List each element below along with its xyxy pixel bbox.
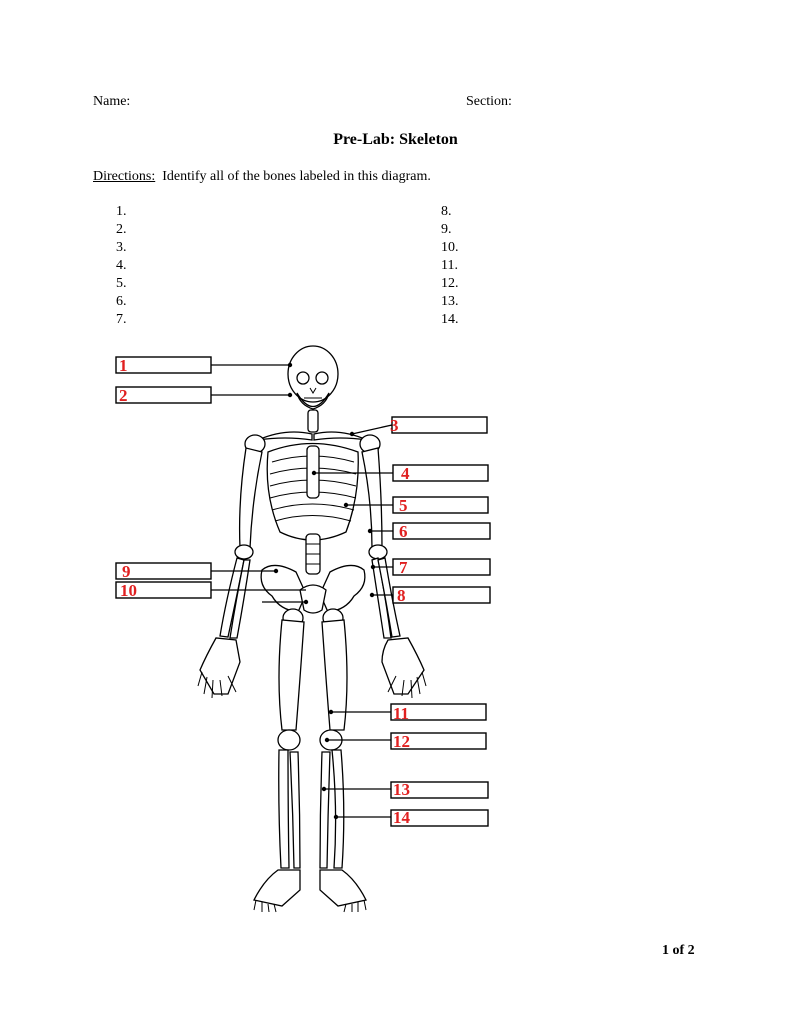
callout-12: 12 [324, 732, 487, 751]
answer-item-1: 1. [116, 204, 127, 219]
callout-2: 2 [115, 386, 293, 405]
answer-item-10: 10. [441, 240, 459, 255]
label-box-8[interactable] [392, 586, 491, 604]
label-number-8: 8 [397, 586, 406, 605]
callout-4: 4 [311, 464, 489, 483]
label-box-3[interactable] [391, 416, 488, 434]
label-box-7[interactable] [392, 558, 491, 576]
answer-item-12: 12. [441, 276, 459, 291]
answer-item-9: 9. [441, 222, 452, 237]
label-number-11: 11 [393, 704, 409, 723]
callout-5: 5 [343, 496, 489, 515]
label-box-1[interactable] [115, 356, 212, 374]
page-number: 1 of 2 [662, 943, 695, 958]
callout-3: 3 [349, 416, 488, 437]
callout-8: 8 [369, 586, 491, 605]
label-number-1: 1 [119, 356, 128, 375]
directions-text: Identify all of the bones labeled in thi… [155, 169, 431, 184]
label-box-6[interactable] [392, 522, 491, 540]
answer-item-7: 7. [116, 312, 127, 327]
callout-14: 14 [333, 808, 489, 827]
label-number-10: 10 [120, 581, 137, 600]
label-box-13[interactable] [390, 781, 489, 799]
label-number-14: 14 [393, 808, 411, 827]
answer-item-13: 13. [441, 294, 459, 309]
callout-11: 11 [328, 703, 487, 723]
answer-item-6: 6. [116, 294, 127, 309]
label-number-2: 2 [119, 386, 128, 405]
label-number-12: 12 [393, 732, 410, 751]
label-number-7: 7 [399, 558, 408, 577]
section-label: Section: [466, 94, 512, 109]
answer-item-2: 2. [116, 222, 127, 237]
label-number-6: 6 [399, 522, 408, 541]
answer-item-3: 3. [116, 240, 127, 255]
label-number-3: 3 [390, 416, 399, 435]
answer-item-4: 4. [116, 258, 127, 273]
label-box-12[interactable] [390, 732, 487, 750]
label-number-5: 5 [399, 496, 408, 515]
callout-13: 13 [321, 780, 489, 799]
answer-list-right: 8. 9. 10. 11. 12. 13. 14. [441, 203, 459, 329]
answer-item-11: 11. [441, 258, 458, 273]
page-title: Pre-Lab: Skeleton [333, 131, 458, 148]
directions: Directions: Identify all of the bones la… [93, 169, 431, 185]
skeleton-figure [197, 345, 427, 913]
callout-9: 9 [115, 562, 279, 581]
callout-6: 6 [367, 522, 491, 541]
name-label: Name: [93, 94, 131, 109]
answer-item-8: 8. [441, 204, 452, 219]
answer-item-14: 14. [441, 312, 459, 327]
skeleton-diagram: 1 2 3 4 5 6 7 8 [115, 345, 491, 913]
callout-1: 1 [115, 356, 293, 375]
answer-item-5: 5. [116, 276, 127, 291]
label-number-4: 4 [401, 464, 410, 483]
answer-list-left: 1. 2. 3. 4. 5. 6. 7. [116, 203, 127, 329]
label-box-2[interactable] [115, 386, 212, 404]
callout-7: 7 [370, 558, 491, 577]
directions-label: Directions: [93, 169, 156, 184]
label-number-9: 9 [122, 562, 131, 581]
label-box-14[interactable] [390, 809, 489, 827]
callout-10: 10 [115, 581, 309, 605]
label-number-13: 13 [393, 780, 410, 799]
